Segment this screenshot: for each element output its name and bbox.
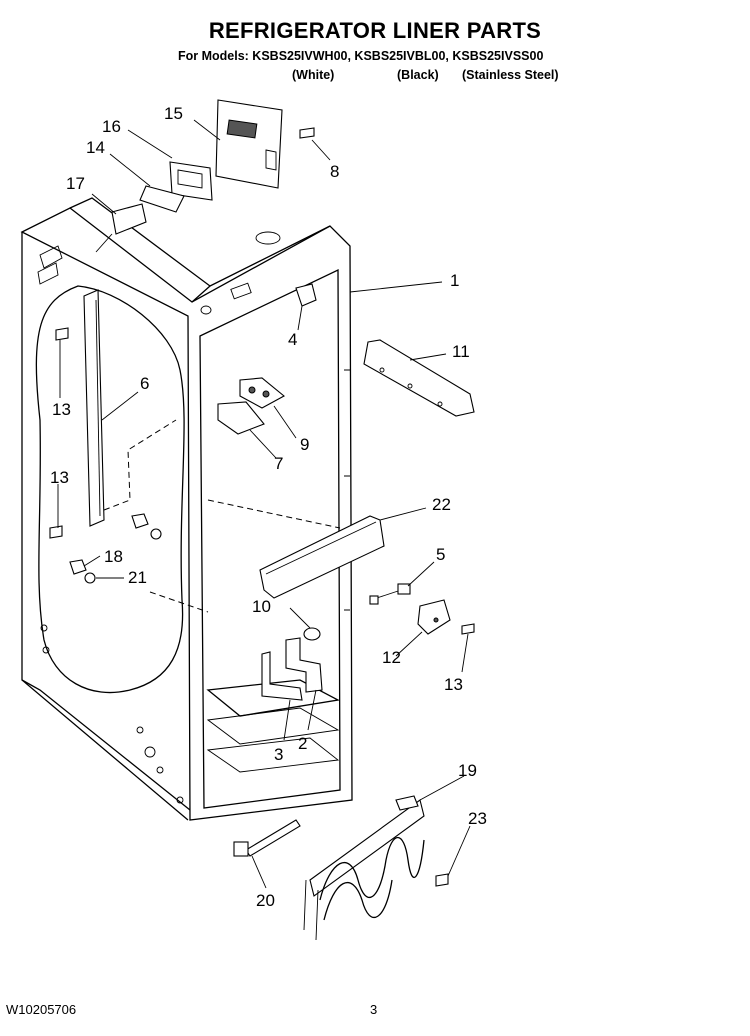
callout-13-lower-left: 13 [50, 468, 69, 487]
callout-20: 20 [256, 891, 275, 910]
callout-labels: 1 2 3 4 5 6 7 8 9 10 11 12 13 13 13 13 1… [50, 104, 487, 910]
callout-21: 21 [128, 568, 147, 587]
rail-part-6 [83, 289, 177, 527]
clip-part-4 [295, 283, 317, 307]
callout-23: 23 [468, 809, 487, 828]
light-socket-part-17 [95, 203, 147, 253]
callout-11: 11 [452, 342, 470, 361]
screw-part-23 [435, 873, 449, 887]
variant-black: (Black) [397, 68, 439, 82]
callout-9: 9 [300, 435, 309, 454]
switch-part-12 [417, 599, 451, 635]
models-line: For Models: KSBS25IVWH00, KSBS25IVBL00, … [178, 49, 544, 63]
callout-13-right: 13 [444, 675, 463, 694]
callout-7: 7 [274, 454, 283, 473]
bulb-part-21 [84, 528, 162, 584]
control-housing-part-15 [215, 99, 283, 189]
page-number: 3 [370, 1002, 378, 1017]
variant-stainless: (Stainless Steel) [462, 68, 559, 82]
shelf-part-22 [259, 515, 385, 599]
evaporator-part-19 [303, 795, 425, 941]
variant-white: (White) [292, 68, 335, 82]
document-number: W10205706 [6, 1002, 77, 1017]
callout-14: 14 [86, 138, 105, 157]
harness-part-5 [369, 583, 411, 605]
callout-3: 3 [274, 745, 283, 764]
callout-12: 12 [382, 648, 401, 667]
callout-19: 19 [458, 761, 477, 780]
callout-6: 6 [140, 374, 149, 393]
callout-2: 2 [298, 734, 307, 753]
screw-part-13b [49, 525, 63, 539]
callout-17: 17 [66, 174, 85, 193]
callout-1: 1 [450, 271, 459, 290]
page-title: REFRIGERATOR LINER PARTS [208, 18, 542, 43]
callout-13-upper-left: 13 [52, 400, 71, 419]
grommet-part-10 [303, 627, 321, 641]
screw-part-8 [299, 127, 315, 139]
callout-16: 16 [102, 117, 121, 136]
callout-4: 4 [288, 330, 297, 349]
pad-part-9 [239, 377, 285, 409]
callout-5: 5 [436, 545, 445, 564]
bracket-part-2 [285, 637, 323, 693]
callout-18: 18 [104, 547, 123, 566]
callout-15: 15 [164, 104, 183, 123]
shelf-bracket-part-11 [363, 339, 475, 417]
heater-part-20 [233, 819, 301, 857]
bracket-part-3 [261, 651, 303, 701]
leader-lines [57, 119, 471, 889]
socket-part-18 [69, 513, 149, 575]
cover-part-7 [217, 401, 265, 435]
gasket-part-14 [139, 185, 185, 213]
screw-part-13c [461, 623, 475, 635]
bracket-part-16 [169, 161, 213, 201]
screw-part-13a [55, 327, 69, 341]
callout-22: 22 [432, 495, 451, 514]
callout-8: 8 [330, 162, 339, 181]
callout-10: 10 [252, 597, 271, 616]
